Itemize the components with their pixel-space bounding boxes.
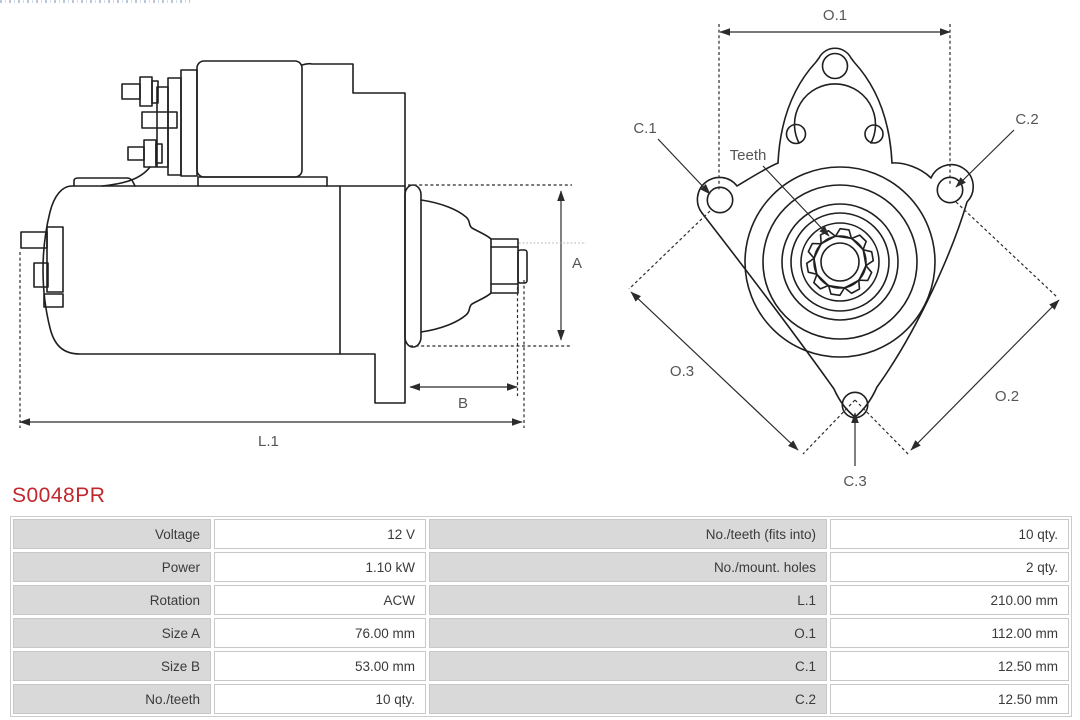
spec-value: 76.00 mm	[214, 618, 426, 648]
dimension-c3: C.3	[802, 399, 910, 490]
spec-label: Power	[13, 552, 211, 582]
spec-label: O.1	[429, 618, 827, 648]
pinion-gear	[805, 227, 875, 297]
spec-label: No./teeth (fits into)	[429, 519, 827, 549]
teeth-label: Teeth	[730, 147, 767, 164]
spec-value: 12 V	[214, 519, 426, 549]
dim-label-o1: O.1	[823, 7, 847, 24]
spec-label: Voltage	[13, 519, 211, 549]
spec-value: 1.10 kW	[214, 552, 426, 582]
table-row: No./teeth 10 qty. C.2 12.50 mm	[13, 684, 1069, 714]
spec-value: 12.50 mm	[830, 651, 1069, 681]
mounting-flange	[696, 162, 974, 419]
spec-value: 2 qty.	[830, 552, 1069, 582]
spec-value: ACW	[214, 585, 426, 615]
part-number: S0048PR	[12, 484, 106, 507]
table-row: Size A 76.00 mm O.1 112.00 mm	[13, 618, 1069, 648]
dim-label-c3: C.3	[843, 473, 866, 490]
spec-label: C.2	[429, 684, 827, 714]
dimension-l1: L.1	[19, 252, 525, 450]
spec-value: 10 qty.	[830, 519, 1069, 549]
front-view-drawing: O.1 C.1 C.2 Teeth O.3 O.2	[628, 7, 1060, 490]
spec-value: 10 qty.	[214, 684, 426, 714]
dimension-o2: O.2	[910, 201, 1060, 451]
table-row: Voltage 12 V No./teeth (fits into) 10 qt…	[13, 519, 1069, 549]
dimension-c1: C.1	[633, 120, 711, 195]
spec-value: 12.50 mm	[830, 684, 1069, 714]
dim-label-b: B	[458, 395, 468, 412]
motor-body	[42, 177, 341, 355]
dimension-o1: O.1	[718, 7, 951, 192]
table-row: Size B 53.00 mm C.1 12.50 mm	[13, 651, 1069, 681]
mount-hole-c1	[706, 186, 734, 214]
terminal-studs-left	[20, 226, 64, 308]
spec-label: Rotation	[13, 585, 211, 615]
spec-label: L.1	[429, 585, 827, 615]
dim-label-c2: C.2	[1015, 111, 1038, 128]
arch-hole-left	[785, 123, 807, 145]
pinion-shaft	[420, 199, 528, 333]
dim-label-a: A	[572, 255, 582, 272]
spec-value: 53.00 mm	[214, 651, 426, 681]
dim-label-c1: C.1	[633, 120, 656, 137]
spec-table: Voltage 12 V No./teeth (fits into) 10 qt…	[10, 516, 1072, 717]
spec-label: Size B	[13, 651, 211, 681]
dimension-a: A	[408, 184, 586, 347]
spec-label: No./mount. holes	[429, 552, 827, 582]
side-view-drawing: A B L.1	[19, 60, 586, 450]
dim-label-l1: L.1	[258, 433, 279, 450]
dim-label-o2: O.2	[995, 388, 1019, 405]
spec-label: No./teeth	[13, 684, 211, 714]
spec-label: C.1	[429, 651, 827, 681]
top-hole	[821, 52, 849, 80]
table-row: Power 1.10 kW No./mount. holes 2 qty.	[13, 552, 1069, 582]
arch-hole-right	[864, 124, 884, 144]
center-boss	[744, 166, 936, 358]
dim-label-o3: O.3	[670, 363, 694, 380]
spec-value: 112.00 mm	[830, 618, 1069, 648]
solenoid	[101, 60, 328, 187]
spec-value: 210.00 mm	[830, 585, 1069, 615]
dimension-b: B	[409, 287, 519, 412]
teeth-annotation: Teeth	[730, 147, 830, 237]
dimension-c2: C.2	[955, 111, 1039, 188]
flange-arch	[777, 47, 893, 164]
barcode-strip	[0, 0, 190, 3]
dimension-o3: O.3	[628, 210, 799, 451]
mounting-bracket	[301, 62, 422, 404]
table-row: Rotation ACW L.1 210.00 mm	[13, 585, 1069, 615]
spec-label: Size A	[13, 618, 211, 648]
